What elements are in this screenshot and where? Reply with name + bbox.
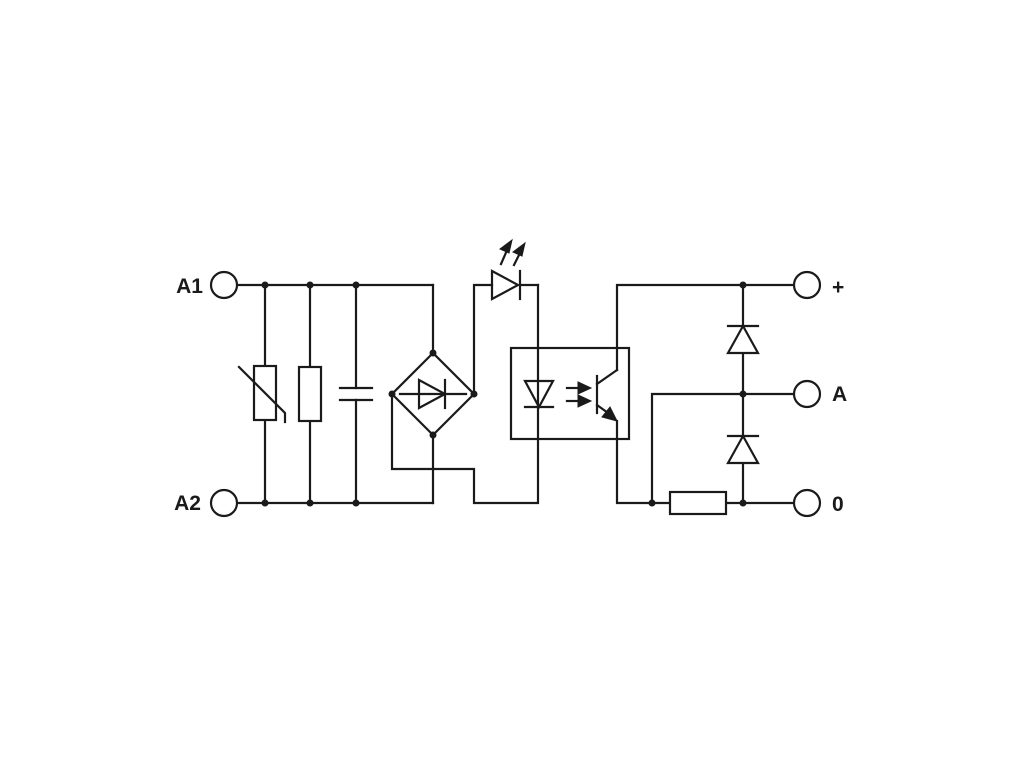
terminal-a bbox=[792, 379, 822, 409]
status-led bbox=[490, 238, 526, 301]
resistor-output bbox=[668, 490, 728, 516]
terminal-a2 bbox=[209, 488, 239, 518]
terminal-zero bbox=[792, 488, 822, 518]
terminal-label-a1: A1 bbox=[176, 275, 203, 298]
junction-dots bbox=[261, 281, 747, 507]
diode-upper bbox=[726, 323, 760, 355]
bridge-rectifier bbox=[390, 351, 476, 437]
terminal-label-a2: A2 bbox=[174, 492, 201, 515]
terminal-a1 bbox=[209, 270, 239, 300]
capacitor bbox=[338, 386, 374, 402]
resistor-input bbox=[297, 365, 323, 423]
terminal-label-plus: + bbox=[832, 276, 844, 299]
varistor bbox=[237, 364, 287, 424]
terminal-label-a: A bbox=[832, 383, 847, 406]
input-wiring bbox=[235, 283, 540, 505]
optocoupler bbox=[509, 346, 631, 441]
terminal-label-zero: 0 bbox=[832, 493, 844, 516]
terminal-plus bbox=[792, 270, 822, 300]
output-wiring bbox=[615, 283, 796, 505]
diode-lower bbox=[726, 433, 760, 465]
